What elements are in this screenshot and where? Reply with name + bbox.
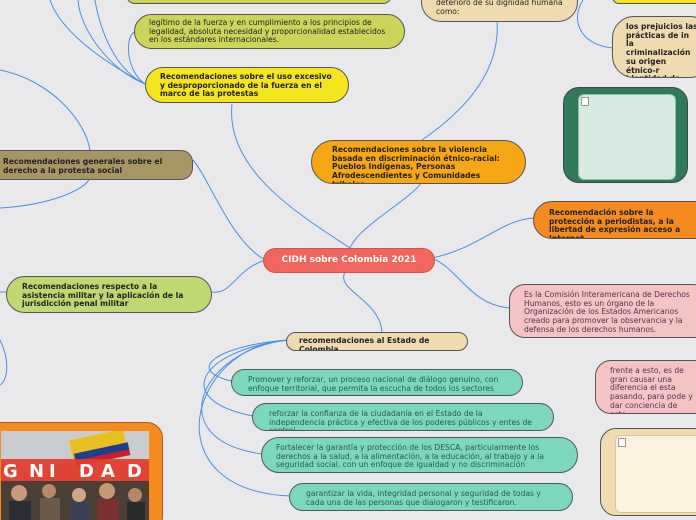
link-center-uso: [231, 103, 351, 249]
image-placeholder: [578, 94, 676, 180]
link-center-violencia: [349, 181, 423, 249]
asistencia-node[interactable]: Recomendaciones respecto a la asistencia…: [6, 276, 212, 313]
desca-text: Fortalecer la garantía y protección de l…: [276, 443, 545, 470]
link-estado-dialogo: [208, 339, 289, 383]
estado-node[interactable]: recomendaciones al Estado de Colombia: [286, 332, 468, 351]
desca-node[interactable]: Fortalecer la garantía y protección de l…: [261, 437, 578, 473]
link-center-comision: [431, 257, 511, 309]
link-estado-desca: [201, 339, 289, 455]
broken-image-icon: [581, 97, 589, 106]
vida-node[interactable]: garantizar la vida, integridad personal …: [289, 483, 573, 511]
link-estado-confianza: [203, 339, 289, 417]
link-estado-vida: [198, 339, 291, 497]
link-asistencia-left: [0, 339, 8, 386]
top-clipped-node[interactable]: [126, 0, 392, 4]
photo-letter-0: G: [3, 461, 18, 482]
link-center-periodistas: [431, 217, 535, 259]
link-uso-legitimo: [127, 31, 146, 85]
photo-letter-3: D: [79, 461, 94, 482]
generales-text: Recomendaciones generales sobre el derec…: [3, 157, 163, 175]
image-placeholder-2: [615, 435, 696, 513]
link-uso-top2: [77, 0, 146, 85]
violencia-text: Recomendaciones sobre la violencia basad…: [332, 145, 500, 183]
link-center-estado: [343, 271, 383, 333]
prejuicios-node[interactable]: los prejuicios las prácticas de in la cr…: [612, 16, 696, 78]
protest-photo: G N I D A D: [1, 431, 149, 520]
photo-letter-4: A: [101, 461, 115, 482]
prejuicios-text: los prejuicios las prácticas de in la cr…: [626, 22, 696, 77]
image-card-bottom[interactable]: [600, 428, 696, 516]
photo-card[interactable]: G N I D A D: [0, 422, 163, 520]
link-violencia-dignidad: [421, 19, 498, 141]
asistencia-text: Recomendaciones respecto a la asistencia…: [22, 282, 184, 309]
photo-letter-5: D: [127, 461, 142, 482]
confianza-text: reforzar la confianza de la ciudadanía e…: [269, 409, 532, 431]
link-center-asistencia: [211, 259, 266, 293]
periodistas-node[interactable]: Recomendación sobre la protección a peri…: [533, 201, 696, 239]
link-center-generales: [192, 159, 266, 261]
legitimo-node[interactable]: legítimo de la fuerza y en cumplimiento …: [134, 14, 405, 49]
center-node[interactable]: CIDH sobre Colombia 2021: [263, 248, 435, 273]
dialogo-node[interactable]: Promover y reforzar, un proceso nacional…: [231, 369, 523, 396]
link-prejuicios: [577, 0, 614, 49]
image-card-top[interactable]: [563, 87, 688, 183]
generales-node[interactable]: Recomendaciones generales sobre el derec…: [0, 150, 193, 180]
frente-text: frente a esto, es de gran causar una dif…: [610, 366, 693, 413]
comision-node[interactable]: Es la Comisión Interamericana de Derecho…: [509, 284, 696, 338]
dialogo-text: Promover y reforzar, un proceso nacional…: [248, 375, 499, 393]
estado-text: recomendaciones al Estado de Colombia: [299, 336, 430, 351]
uso-excesivo-node[interactable]: Recomendaciones sobre el uso excesivo y …: [145, 67, 349, 103]
confianza-node[interactable]: reforzar la confianza de la ciudadanía e…: [252, 403, 554, 431]
vida-text: garantizar la vida, integridad personal …: [306, 489, 541, 507]
link-uso-top3: [94, 0, 146, 85]
center-title: CIDH sobre Colombia 2021: [281, 255, 417, 266]
dignidad-node[interactable]: deterioro de su dignidad humana como:: [421, 0, 578, 22]
link-generales-left1: [0, 69, 91, 151]
comision-text: Es la Comisión Interamericana de Derecho…: [524, 290, 690, 334]
violencia-node[interactable]: Recomendaciones sobre la violencia basad…: [311, 140, 526, 184]
frente-node[interactable]: frente a esto, es de gran causar una dif…: [595, 360, 696, 414]
photo-letter-2: I: [49, 461, 56, 482]
photo-letter-1: N: [29, 461, 44, 482]
top-right-clipped-node[interactable]: [612, 0, 696, 4]
periodistas-text: Recomendación sobre la protección a peri…: [549, 208, 681, 239]
uso-excesivo-text: Recomendaciones sobre el uso excesivo y …: [160, 72, 332, 99]
link-uso-top1: [49, 0, 146, 85]
link-generales-left2: [0, 177, 91, 209]
dignidad-text: deterioro de su dignidad humana como:: [436, 0, 563, 16]
legitimo-text: legítimo de la fuerza y en cumplimiento …: [149, 18, 386, 45]
broken-image-icon-2: [618, 438, 626, 447]
